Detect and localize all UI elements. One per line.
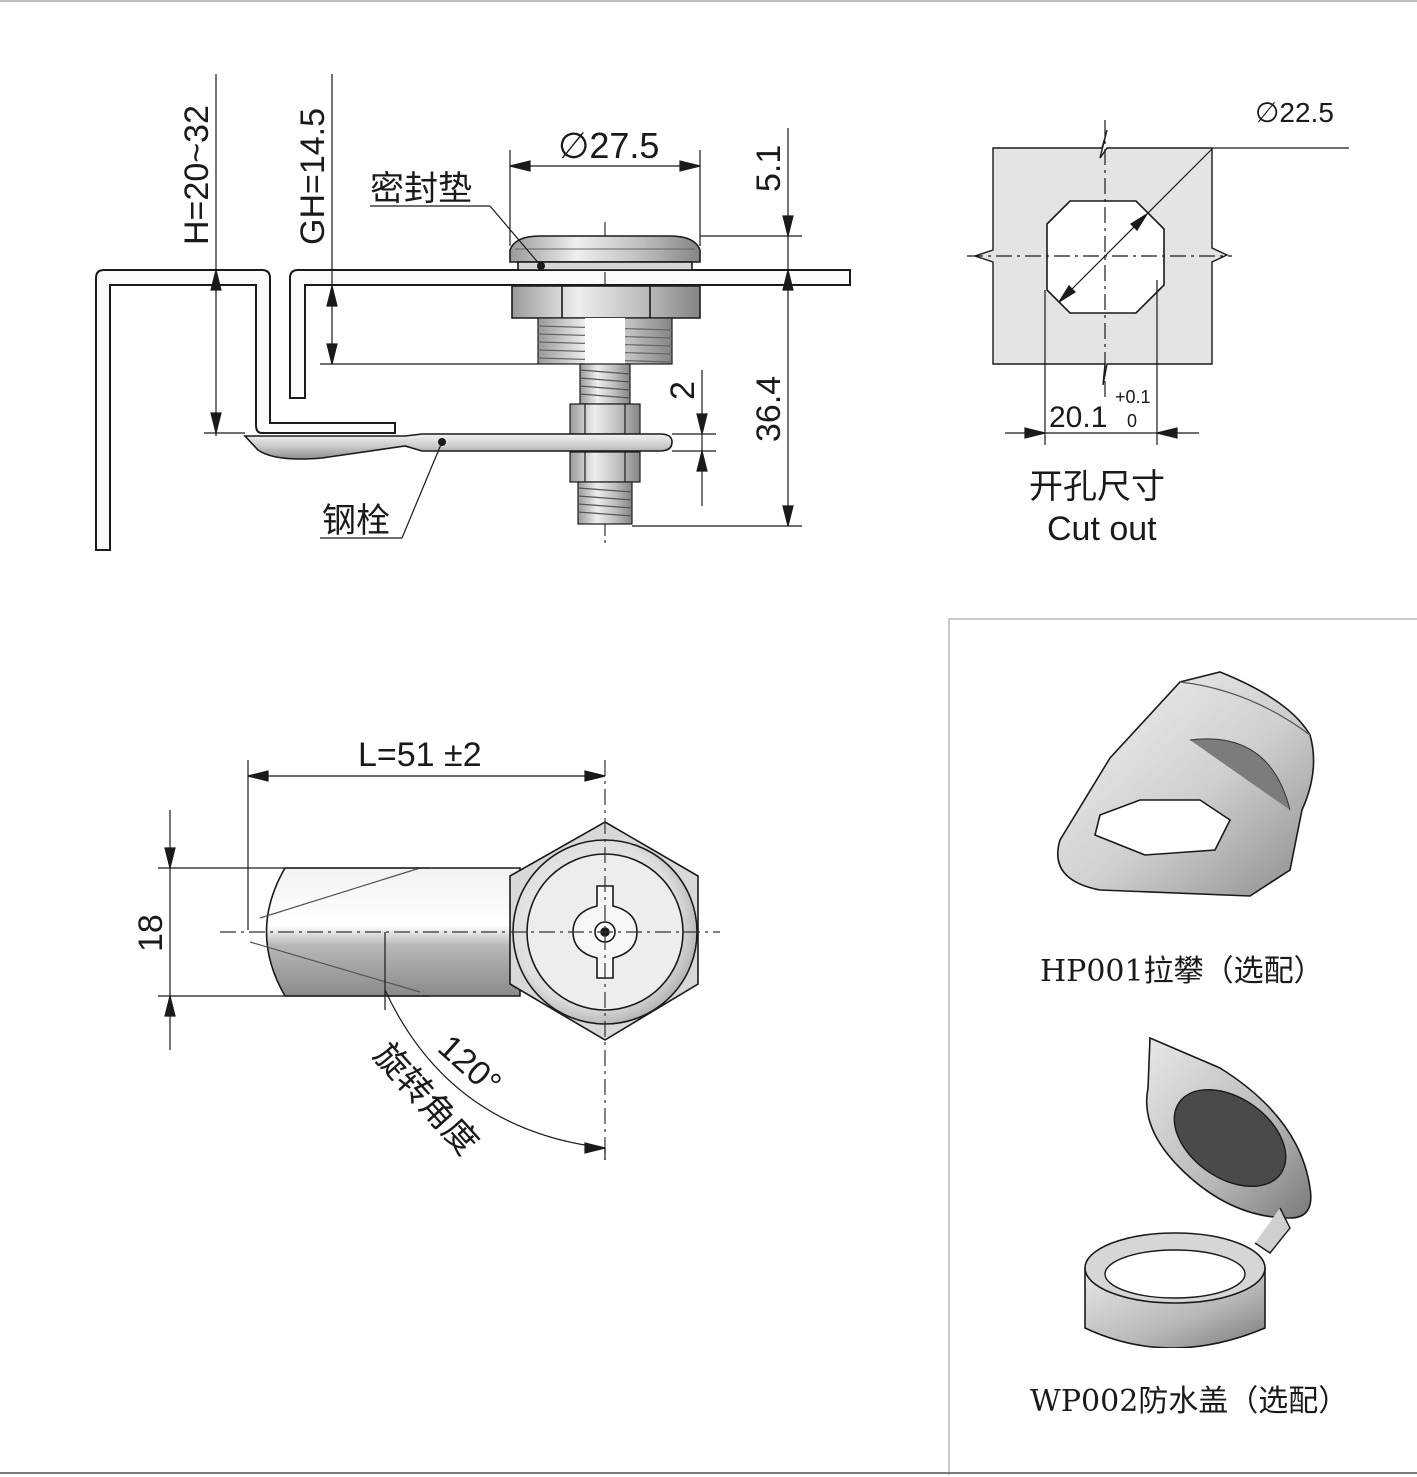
- accessories-panel: HP001拉攀（选配） WP002防水盖（选配）: [948, 618, 1417, 1475]
- wp002-label: WP002防水盖（选配）: [1030, 1384, 1349, 1419]
- bottom-rule: [0, 1472, 1417, 1474]
- cutout-tol-lower: 0: [1127, 411, 1137, 431]
- hex-nut: [511, 285, 701, 319]
- front-center-lines: [220, 760, 720, 1160]
- front-hex-knob: [509, 821, 699, 1041]
- threaded-body: [537, 317, 673, 365]
- front-dimensions: [158, 760, 606, 1160]
- dim-5-1-label: 5.1: [750, 145, 788, 192]
- cutout-width-label: 20.1: [1049, 401, 1107, 434]
- gasket-label: 密封垫: [370, 169, 472, 209]
- side-dimensions: [204, 74, 802, 539]
- width-18-label: 18: [132, 914, 170, 952]
- length-label: L=51 ±2: [358, 736, 482, 774]
- bolt-label: 钢栓: [322, 501, 390, 541]
- stud: [569, 363, 641, 525]
- hp001-pull-handle-image: [1056, 671, 1315, 897]
- bracket-profile: [95, 269, 851, 551]
- front-view-drawing: L=51 ±2 18 120° 旋转角度: [132, 736, 720, 1163]
- cutout-title-en: Cut out: [1047, 510, 1157, 548]
- lock-cap: [509, 235, 701, 271]
- hp001-label: HP001拉攀（选配）: [1040, 954, 1324, 989]
- h-dimension-label: H=20~32: [178, 105, 216, 245]
- front-cam-arm: [249, 867, 521, 997]
- gh-dimension-label: GH=14.5: [294, 108, 332, 245]
- cutout-diameter-label: ∅22.5: [1255, 97, 1334, 128]
- cutout-title-cn: 开孔尺寸: [1029, 467, 1165, 507]
- cutout-drawing: ∅22.5 20.1 +0.1 0 开孔尺寸 Cut out: [967, 97, 1349, 548]
- cutout-dimensions: [967, 120, 1349, 445]
- cutout-tol-upper: +0.1: [1115, 387, 1151, 407]
- dim-2-label: 2: [664, 381, 702, 400]
- side-view-drawing: H=20~32 GH=14.5 ∅27.5 5.1 36.4 2 密封垫 钢栓: [95, 74, 851, 551]
- diameter-27-5-label: ∅27.5: [558, 125, 659, 166]
- top-rule: [0, 0, 1417, 2]
- dim-36-4-label: 36.4: [750, 376, 788, 442]
- wp002-waterproof-cover-image: [1084, 1036, 1312, 1348]
- cam-bar: [243, 433, 673, 460]
